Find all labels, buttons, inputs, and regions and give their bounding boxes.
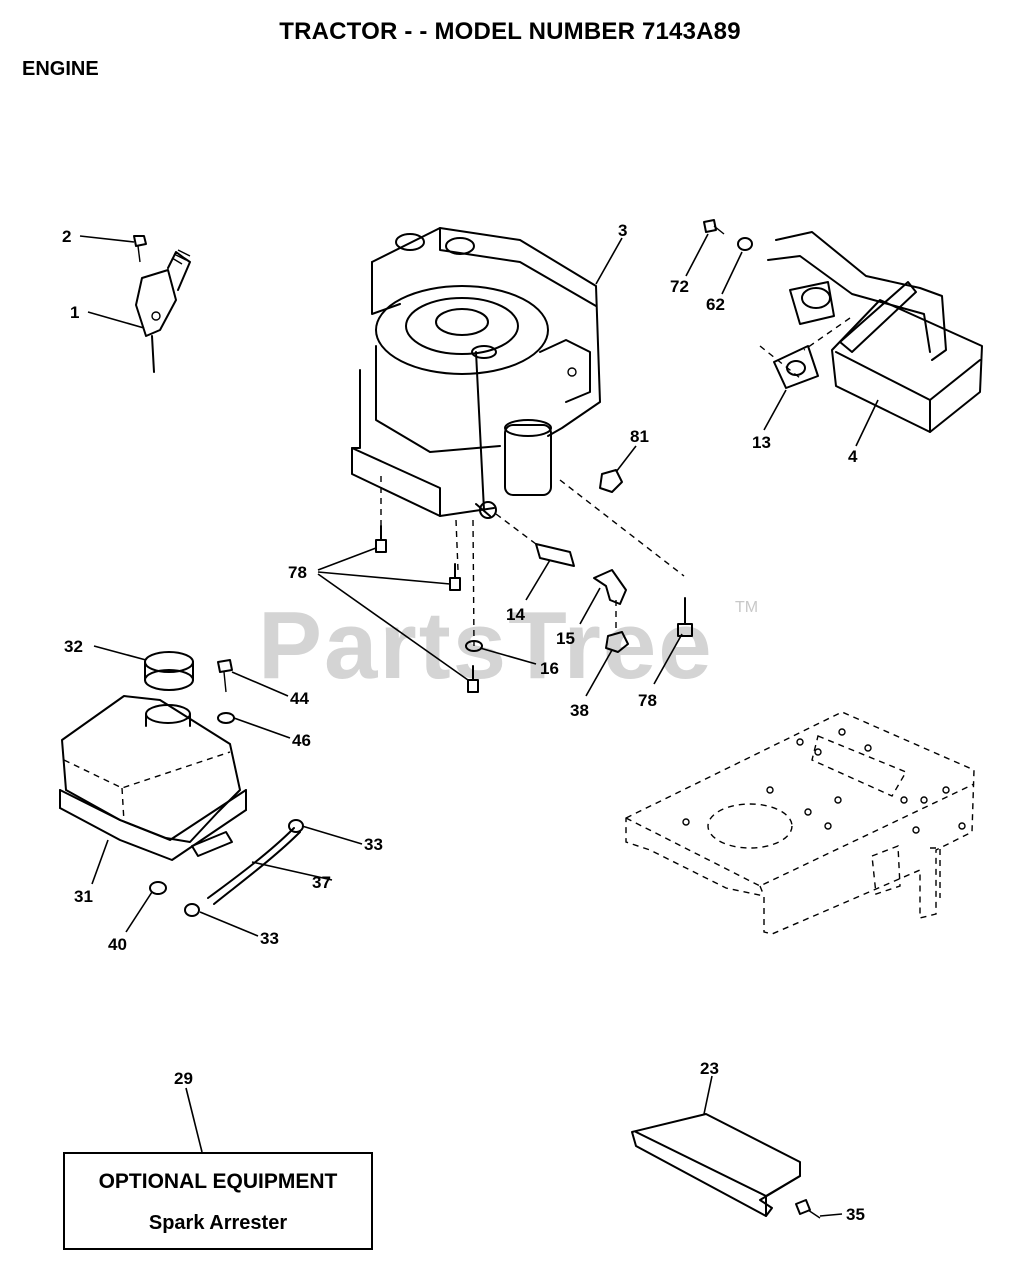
fitting-14 [535,543,575,567]
clamp-33-lower [184,903,200,917]
nut-38 [605,631,629,653]
watermark-text: PartsTree [258,592,714,699]
optional-equipment-title: OPTIONAL EQUIPMENT [98,1170,338,1193]
callout-62: 62 [706,295,725,314]
bolt-72 [703,219,725,235]
diagram-title: TRACTOR - - MODEL NUMBER 7143A89 [279,18,741,45]
screw-2 [133,235,147,263]
screw-35 [795,1199,821,1219]
optional-equipment-box: OPTIONAL EQUIPMENT Spark Arrester [63,1152,373,1250]
callout-29: 29 [174,1069,193,1088]
clamp-33-upper [288,819,304,833]
assembly-lines [380,317,851,647]
elbow-15 [593,569,627,605]
leader-lines [79,233,879,1217]
section-label: ENGINE [22,58,99,80]
fuel-line [207,827,301,905]
tractor-frame [625,711,975,935]
watermark-tm: TM [735,599,758,616]
optional-equipment-item: Spark Arrester [148,1212,288,1234]
grommet-40 [149,881,167,895]
callout-78-left: 78 [288,563,307,582]
callout-46: 46 [292,731,311,750]
fuel-tank [59,695,247,861]
callout-13: 13 [752,433,771,452]
gasket-13 [773,345,819,389]
muffler [767,231,983,433]
callout-72: 72 [670,277,689,296]
callout-4: 4 [848,447,858,466]
screw-44 [217,659,233,693]
callout-2: 2 [62,227,71,246]
callout-33-upper: 33 [364,835,383,854]
washer-62 [737,237,753,251]
washer-46 [217,712,235,724]
callout-3: 3 [618,221,627,240]
callout-32: 32 [64,637,83,656]
callout-38: 38 [570,701,589,720]
callout-14: 14 [506,605,525,624]
callout-81: 81 [630,427,649,446]
throttle-control [135,249,191,373]
callout-33-lower: 33 [260,929,279,948]
spark-arrester-shield [631,1113,801,1217]
callout-35: 35 [846,1205,865,1224]
callout-15: 15 [556,629,575,648]
callout-37: 37 [312,873,331,892]
bolt-78 [375,525,693,693]
callout-40: 40 [108,935,127,954]
callout-16: 16 [540,659,559,678]
callout-78-right: 78 [638,691,657,710]
callout-31: 31 [74,887,93,906]
callout-labels: 2 1 3 72 62 13 4 81 78 14 15 16 38 78 32… [62,221,865,1224]
nut-81 [599,469,623,493]
callout-1: 1 [70,303,79,322]
fuel-cap [144,651,194,691]
engine-assembly [351,227,601,519]
callout-44: 44 [290,689,309,708]
callout-23: 23 [700,1059,719,1078]
